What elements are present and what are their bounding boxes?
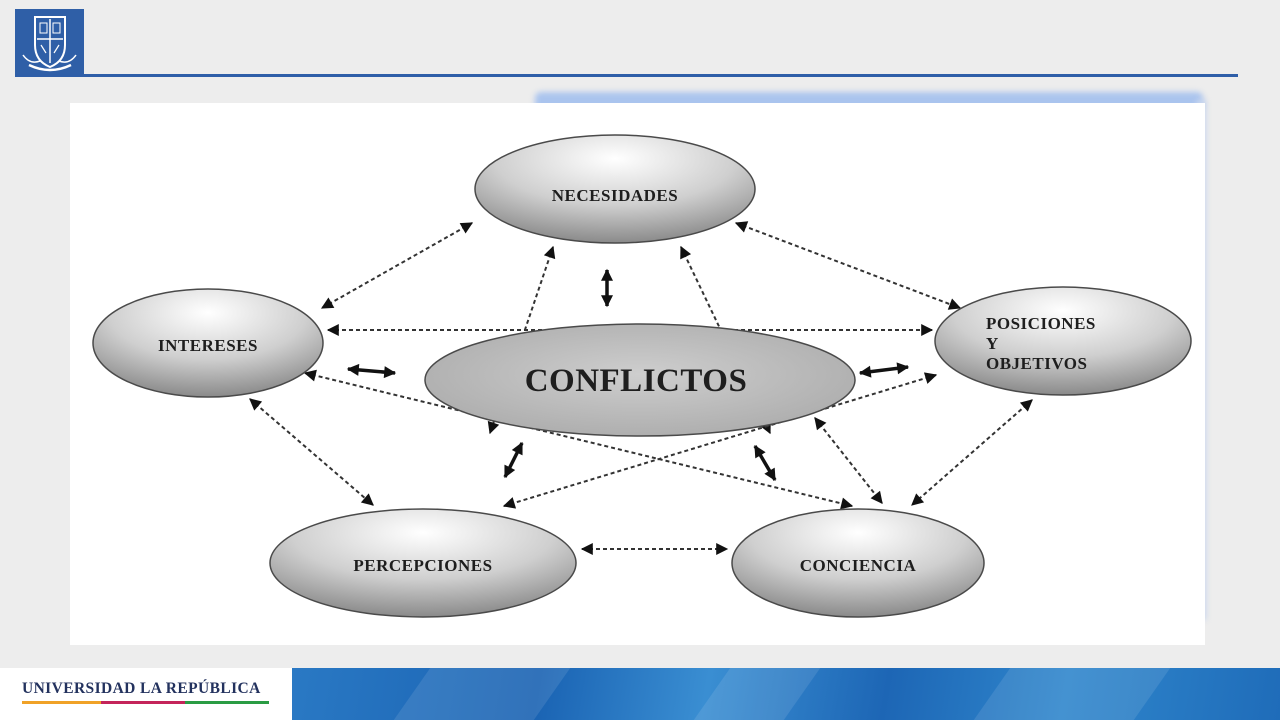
node-conflictos: CONFLICTOS: [424, 323, 856, 437]
svg-text:INTERESES: INTERESES: [158, 336, 258, 355]
svg-text:NECESIDADES: NECESIDADES: [552, 186, 678, 205]
node-necesidades: NECESIDADES: [474, 134, 756, 244]
arrow-conciencia-conflictos: [814, 417, 883, 504]
arrow-necesidades-posiciones: [734, 221, 962, 310]
svg-text:CONCIENCIA: CONCIENCIA: [800, 556, 917, 575]
svg-text:Y: Y: [986, 334, 999, 353]
svg-text:CONFLICTOS: CONFLICTOS: [525, 363, 748, 399]
arrow-center-bottom-left: [503, 441, 524, 479]
arrow-necesidades-intereses: [320, 222, 474, 309]
arrow-intereses-percepciones: [249, 398, 374, 506]
node-percepciones: PERCEPCIONES: [269, 508, 577, 618]
conflict-diagram: NECESIDADES INTERESES POSICIONES Y OBJET…: [70, 103, 1205, 645]
footer-institution-name: UNIVERSIDAD LA REPÚBLICA: [22, 680, 261, 697]
center-arrows: [346, 268, 910, 482]
arrow-posiciones-percepciones: [502, 372, 938, 509]
arrow-center-right: [858, 362, 910, 378]
footer-brand-area: [0, 668, 292, 720]
node-intereses: INTERESES: [92, 288, 324, 398]
university-crest-icon: [22, 16, 77, 72]
university-logo: [15, 9, 84, 77]
node-conciencia: CONCIENCIA: [731, 508, 985, 618]
arrow-center-bottom-right: [753, 444, 777, 482]
footer-blue-band: [292, 668, 1280, 720]
arrow-center-left: [346, 363, 397, 379]
header-divider: [15, 74, 1238, 77]
arrow-posiciones-conciencia: [911, 399, 1033, 506]
node-posiciones-objetivos: POSICIONES Y OBJETIVOS: [934, 286, 1192, 396]
svg-text:OBJETIVOS: OBJETIVOS: [986, 354, 1087, 373]
svg-text:POSICIONES: POSICIONES: [986, 314, 1096, 333]
svg-text:PERCEPCIONES: PERCEPCIONES: [353, 556, 492, 575]
footer-color-stripe: [22, 701, 269, 704]
